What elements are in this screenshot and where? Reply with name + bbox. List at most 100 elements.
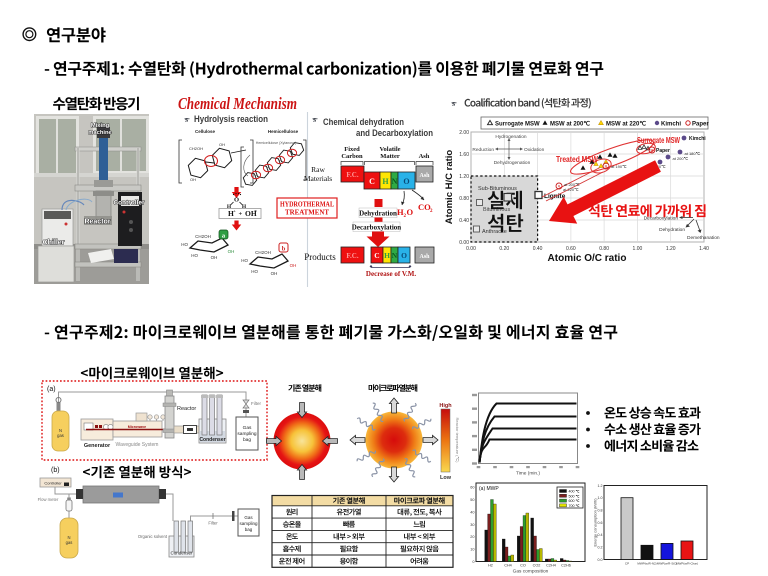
- svg-text:Generator: Generator: [84, 443, 111, 449]
- svg-text:at 220℃: at 220℃: [563, 187, 579, 192]
- svg-text:O: O: [401, 251, 407, 260]
- svg-text:Dehydration: Dehydration: [359, 210, 397, 218]
- svg-text:CH2OH: CH2OH: [189, 146, 203, 151]
- svg-text:O: O: [403, 177, 409, 186]
- svg-text:0.00: 0.00: [466, 246, 476, 252]
- svg-text:+: +: [239, 211, 243, 218]
- svg-text:H: H: [227, 204, 232, 210]
- svg-text:OH: OH: [190, 177, 196, 182]
- svg-text:Filter: Filter: [208, 521, 218, 526]
- svg-text:H2: H2: [488, 564, 493, 568]
- svg-text:Surrogate MSW: Surrogate MSW: [495, 122, 540, 128]
- svg-text:2.00: 2.00: [459, 130, 469, 136]
- svg-text:at 200℃: at 200℃: [564, 182, 580, 187]
- svg-text:OH: OH: [228, 249, 235, 254]
- svg-text:Paper: Paper: [692, 122, 709, 128]
- svg-text:C: C: [369, 177, 375, 186]
- svg-text:Controller: Controller: [113, 200, 145, 207]
- svg-text:Fixed: Fixed: [344, 146, 360, 153]
- svg-text:30: 30: [470, 523, 474, 527]
- svg-text:C2H6: C2H6: [561, 564, 571, 568]
- svg-text:MSW at 220℃: MSW at 220℃: [606, 121, 646, 128]
- svg-text:s: s: [313, 115, 316, 124]
- svg-text:2: 2: [404, 214, 407, 219]
- svg-text:CO2: CO2: [533, 564, 541, 568]
- svg-text:Kimchi: Kimchi: [661, 122, 681, 128]
- svg-text:s: s: [452, 99, 455, 108]
- svg-text:Gas: Gas: [244, 515, 253, 520]
- svg-text:and Decarboxylation: and Decarboxylation: [356, 128, 433, 139]
- svg-text:Ash: Ash: [419, 173, 430, 179]
- svg-text:H: H: [397, 207, 404, 217]
- svg-text:at 190℃: at 190℃: [611, 164, 627, 169]
- svg-text:HYDROTHERMAL: HYDROTHERMAL: [280, 202, 334, 209]
- svg-text:Reduction: Reduction: [472, 147, 494, 153]
- svg-text:TREATMENT: TREATMENT: [285, 210, 329, 217]
- svg-text:O: O: [234, 197, 239, 204]
- svg-text:N: N: [67, 535, 70, 540]
- svg-text:2: 2: [430, 209, 433, 214]
- svg-text:400 ℃: 400 ℃: [569, 490, 581, 494]
- svg-text:CO: CO: [418, 202, 431, 212]
- svg-text:Flow meter: Flow meter: [38, 497, 59, 502]
- svg-text:Hydrolysis reaction: Hydrolysis reaction: [194, 114, 268, 125]
- svg-text:bag: bag: [245, 527, 253, 532]
- svg-text:machine: machine: [88, 130, 112, 136]
- svg-text:High: High: [439, 403, 452, 409]
- svg-text:1.00: 1.00: [633, 246, 643, 252]
- svg-text:C: C: [374, 251, 379, 260]
- svg-text:C2H4: C2H4: [546, 564, 556, 568]
- svg-text:N: N: [392, 251, 398, 260]
- svg-text:at 200℃: at 200℃: [673, 156, 689, 161]
- svg-text:Hemicellulose (Xylanose): Hemicellulose (Xylanose): [256, 141, 297, 145]
- svg-text:40: 40: [470, 510, 474, 514]
- svg-text:Decarboxylation: Decarboxylation: [352, 224, 401, 232]
- svg-text:1.20: 1.20: [459, 174, 469, 180]
- svg-text:1.0: 1.0: [598, 496, 603, 500]
- svg-text:N: N: [392, 177, 398, 186]
- svg-text:Carbon: Carbon: [341, 153, 363, 160]
- svg-text:0.00: 0.00: [459, 240, 469, 246]
- svg-text:MWP(w/R-Char): MWP(w/R-Char): [676, 562, 698, 566]
- svg-text:MWP(w/R-N2): MWP(w/R-N2): [637, 562, 656, 566]
- svg-text:Microwave: Microwave: [128, 425, 146, 429]
- svg-text:bag: bag: [243, 437, 251, 443]
- svg-text:MSW at 200℃: MSW at 200℃: [550, 121, 590, 128]
- svg-text:CH2OH: CH2OH: [255, 250, 271, 255]
- svg-text:Sub-Bituminous: Sub-Bituminous: [478, 186, 517, 192]
- svg-text:Volatile: Volatile: [379, 146, 400, 153]
- svg-text:(a) MWP: (a) MWP: [479, 486, 499, 492]
- svg-text:0.40: 0.40: [459, 218, 469, 224]
- svg-text:b: b: [282, 245, 286, 252]
- svg-text:H: H: [382, 177, 389, 186]
- svg-text:0.6: 0.6: [598, 521, 603, 525]
- svg-text:500 ℃: 500 ℃: [569, 494, 581, 498]
- svg-text:O: O: [407, 207, 414, 217]
- svg-text:Demethanation: Demethanation: [687, 235, 720, 241]
- svg-text:sampling: sampling: [239, 521, 258, 526]
- svg-text:HO: HO: [241, 258, 248, 263]
- svg-text:1.60: 1.60: [459, 152, 469, 158]
- svg-text:+: +: [234, 209, 237, 214]
- svg-text:N: N: [59, 428, 62, 433]
- svg-text:0.4: 0.4: [598, 533, 603, 537]
- svg-text:700 ℃: 700 ℃: [569, 504, 581, 508]
- svg-text:0.2: 0.2: [598, 545, 603, 549]
- svg-text:Anthracite: Anthracite: [482, 229, 507, 235]
- svg-text:HO: HO: [191, 253, 198, 258]
- svg-text:Atomic H/C ratio: Atomic H/C ratio: [444, 150, 455, 225]
- svg-text:Energy consumption (kWh): Energy consumption (kWh): [593, 498, 598, 547]
- svg-text:60: 60: [470, 486, 474, 490]
- svg-text:Chemical Mechanism: Chemical Mechanism: [178, 94, 297, 113]
- svg-text:0.0: 0.0: [598, 558, 603, 562]
- svg-text:Matter: Matter: [380, 153, 400, 160]
- svg-text:Ash: Ash: [419, 254, 430, 260]
- svg-text:(b): (b): [51, 467, 60, 474]
- svg-text:0.80: 0.80: [599, 246, 609, 252]
- svg-text:Gas composition: Gas composition: [513, 569, 549, 575]
- svg-text:Hydrogenation: Hydrogenation: [495, 134, 527, 140]
- svg-text:20: 20: [470, 535, 474, 539]
- svg-text:OH: OH: [290, 263, 297, 268]
- svg-text:Bituminous: Bituminous: [483, 207, 510, 213]
- svg-text:H: H: [384, 251, 390, 260]
